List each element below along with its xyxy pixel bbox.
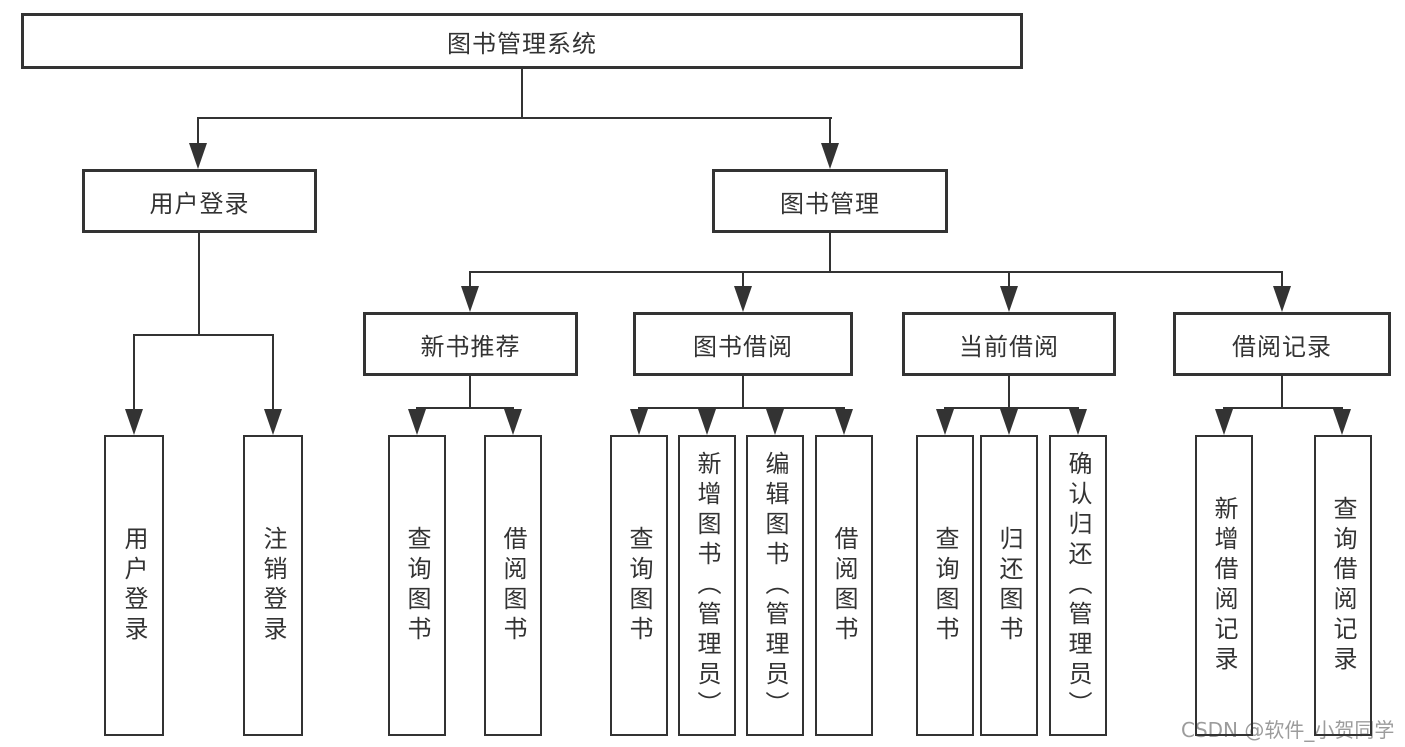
arrow-down-icon	[1069, 409, 1087, 435]
node-current-borrow-label: 当前借阅	[959, 332, 1059, 361]
leaf-return-books-label: 归还图书	[995, 525, 1023, 646]
leaf-query-books-current-label: 查询图书	[931, 525, 959, 646]
connector-current-stub	[1008, 376, 1010, 409]
connector-bookmgmt-stem-2	[742, 271, 744, 288]
node-book-management-label: 图书管理	[780, 189, 880, 218]
arrow-down-icon	[189, 143, 207, 169]
leaf-add-borrow-record: 新增借阅记录	[1195, 435, 1253, 736]
connector-recommend-bar	[416, 407, 514, 409]
leaf-query-books-current: 查询图书	[916, 435, 974, 736]
arrow-down-icon	[835, 409, 853, 435]
leaf-logout-label: 注销登录	[259, 525, 287, 646]
connector-records-stub	[1281, 376, 1283, 409]
connector-root-stub	[521, 69, 523, 118]
connector-records-bar	[1223, 407, 1343, 409]
leaf-edit-books-admin-label: 编辑图书（管理员）	[761, 450, 789, 721]
arrow-down-icon	[125, 409, 143, 435]
leaf-borrow-books-recommend-label: 借阅图书	[499, 525, 527, 646]
leaf-add-borrow-record-label: 新增借阅记录	[1210, 495, 1238, 676]
connector-bookmgmt-stem-4	[1281, 271, 1283, 288]
arrow-down-icon	[1000, 286, 1018, 312]
node-borrow-records: 借阅记录	[1173, 312, 1391, 376]
arrow-down-icon	[734, 286, 752, 312]
arrow-down-icon	[1273, 286, 1291, 312]
arrow-down-icon	[698, 409, 716, 435]
node-new-book-recommend: 新书推荐	[363, 312, 578, 376]
connector-userlogin-stem-2	[272, 334, 274, 411]
arrow-down-icon	[461, 286, 479, 312]
leaf-add-books-admin: 新增图书（管理员）	[678, 435, 736, 736]
leaf-borrow-books-label: 借阅图书	[830, 525, 858, 646]
arrow-down-icon	[504, 409, 522, 435]
leaf-user-login: 用户登录	[104, 435, 164, 736]
arrow-down-icon	[408, 409, 426, 435]
connector-borrow-bar	[638, 407, 845, 409]
node-root: 图书管理系统	[21, 13, 1023, 69]
leaf-logout: 注销登录	[243, 435, 303, 736]
arrow-down-icon	[264, 409, 282, 435]
connector-recommend-stub	[469, 376, 471, 409]
leaf-return-books: 归还图书	[980, 435, 1038, 736]
leaf-query-borrow-record-label: 查询借阅记录	[1329, 495, 1357, 676]
node-root-label: 图书管理系统	[447, 29, 597, 58]
node-borrow-records-label: 借阅记录	[1232, 332, 1332, 361]
leaf-confirm-return-admin: 确认归还（管理员）	[1049, 435, 1107, 736]
node-book-borrow-label: 图书借阅	[693, 332, 793, 361]
leaf-query-books-recommend: 查询图书	[388, 435, 446, 736]
leaf-borrow-books: 借阅图书	[815, 435, 873, 736]
arrow-down-icon	[936, 409, 954, 435]
node-user-login-label: 用户登录	[149, 189, 250, 218]
node-user-login: 用户登录	[82, 169, 317, 233]
connector-bookmgmt-stem-1	[469, 271, 471, 288]
connector-userlogin-stem-1	[133, 334, 135, 411]
arrow-down-icon	[1215, 409, 1233, 435]
connector-root-bar	[197, 117, 832, 119]
arrow-down-icon	[821, 143, 839, 169]
leaf-add-books-admin-label: 新增图书（管理员）	[693, 450, 721, 721]
node-current-borrow: 当前借阅	[902, 312, 1116, 376]
connector-bookmgmt-stub	[829, 233, 831, 273]
connector-current-bar	[944, 407, 1079, 409]
leaf-query-books-recommend-label: 查询图书	[403, 525, 431, 646]
leaf-query-books-borrow: 查询图书	[610, 435, 668, 736]
arrow-down-icon	[1333, 409, 1351, 435]
connector-bookmgmt-bar	[469, 271, 1283, 273]
connector-bookmgmt-stem-3	[1008, 271, 1010, 288]
arrow-down-icon	[1000, 409, 1018, 435]
connector-root-stem-right	[829, 117, 831, 145]
leaf-query-books-borrow-label: 查询图书	[625, 525, 653, 646]
node-book-borrow: 图书借阅	[633, 312, 853, 376]
node-book-management: 图书管理	[712, 169, 948, 233]
connector-borrow-stub	[742, 376, 744, 409]
leaf-user-login-label: 用户登录	[120, 525, 148, 646]
leaf-borrow-books-recommend: 借阅图书	[484, 435, 542, 736]
node-new-book-recommend-label: 新书推荐	[420, 332, 521, 361]
connector-root-stem-left	[197, 117, 199, 145]
leaf-confirm-return-admin-label: 确认归还（管理员）	[1064, 450, 1092, 721]
arrow-down-icon	[766, 409, 784, 435]
connector-userlogin-stub	[198, 233, 200, 336]
arrow-down-icon	[630, 409, 648, 435]
csdn-watermark: CSDN @软件_小贺同学	[1181, 718, 1395, 742]
connector-userlogin-bar	[133, 334, 274, 336]
leaf-edit-books-admin: 编辑图书（管理员）	[746, 435, 804, 736]
leaf-query-borrow-record: 查询借阅记录	[1314, 435, 1372, 736]
